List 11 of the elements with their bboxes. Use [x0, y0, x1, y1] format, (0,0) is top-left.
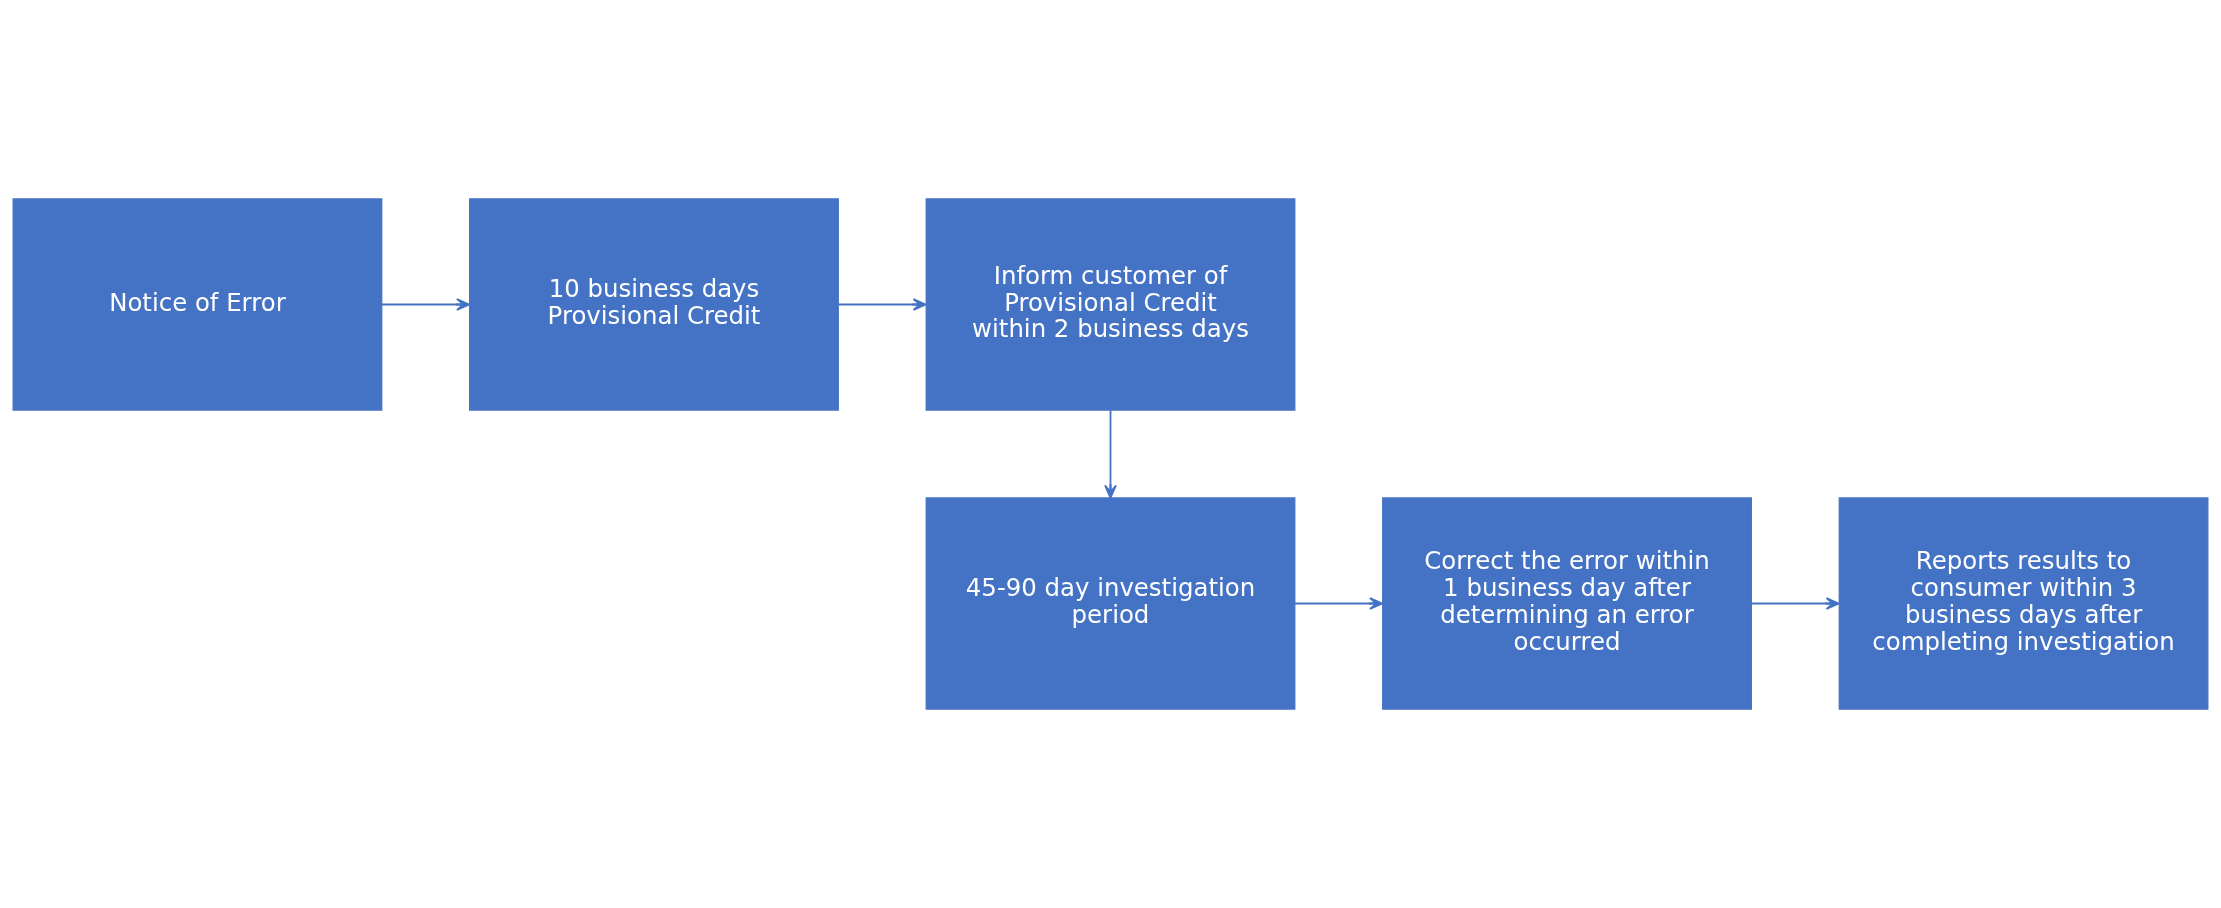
node-box: 45-90 day investigation period — [925, 497, 1296, 710]
node-box: Notice of Error — [12, 198, 383, 411]
arrow — [1104, 409, 1117, 499]
arrow — [381, 298, 471, 311]
arrow — [1294, 597, 1384, 610]
node-box: Inform customer of Provisional Credit within 2 business days — [925, 198, 1296, 411]
node-box: 10 business days Provisional Credit — [469, 198, 839, 411]
node-box: Reports results to consumer within 3 business days after completing investigation — [1838, 497, 2209, 710]
node-box: Correct the error within 1 business day after determining an error occurred — [1382, 497, 1752, 710]
arrow — [837, 298, 927, 311]
arrow — [1750, 597, 1840, 610]
